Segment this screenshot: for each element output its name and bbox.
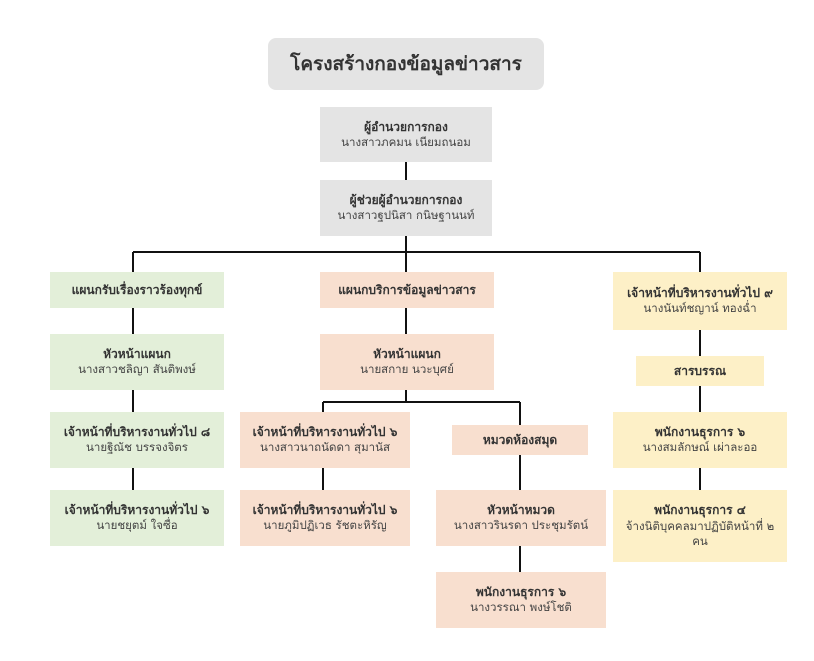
complaints-head-name: นางสาวชลิญา สันติพงษ์ bbox=[78, 362, 196, 377]
correspondence-section-box: สารบรรณ bbox=[636, 356, 764, 386]
director-box: ผู้อำนวยการกอง นางสาวภคมน เนียมถนอม bbox=[320, 107, 492, 162]
info-service-staff2-box: เจ้าหน้าที่บริหารงานทั่วไป ๖ นายภูมิปฏิเ… bbox=[240, 490, 410, 546]
complaints-head-box: หัวหน้าแผนก นางสาวชลิญา สันติพงษ์ bbox=[50, 334, 224, 390]
general-admin-top-box: เจ้าหน้าที่บริหารงานทั่วไป ๙ นางนันท์ชญา… bbox=[613, 272, 787, 330]
library-staff-box: พนักงานธุรการ ๖ นางวรรณา พงษ์โชติ bbox=[436, 572, 606, 628]
complaints-staff2-box: เจ้าหน้าที่บริหารงานทั่วไป ๖ นายชยุตม์ ใ… bbox=[50, 490, 224, 546]
library-section-box: หมวดห้องสมุด bbox=[452, 425, 588, 455]
complaints-staff2-title: เจ้าหน้าที่บริหารงานทั่วไป ๖ bbox=[64, 503, 210, 518]
correspondence-staff2-title: พนักงานธุรการ ๔ bbox=[654, 503, 746, 518]
deputy-box: ผู้ช่วยผู้อำนวยการกอง นางสาวฐปนิสา กนิษฐ… bbox=[320, 180, 492, 236]
complaints-staff1-name: นายฐิณัช บรรจงจิตร bbox=[86, 440, 188, 455]
correspondence-staff1-title: พนักงานธุรการ ๖ bbox=[654, 425, 746, 440]
info-service-staff2-title: เจ้าหน้าที่บริหารงานทั่วไป ๖ bbox=[252, 503, 398, 518]
general-admin-top-name: นางนันท์ชญาน์ ทองฉ่ำ bbox=[643, 301, 757, 316]
director-title: ผู้อำนวยการกอง bbox=[364, 119, 448, 134]
info-service-head-title: หัวหน้าแผนก bbox=[373, 347, 441, 362]
info-service-staff1-title: เจ้าหน้าที่บริหารงานทั่วไป ๖ bbox=[252, 425, 398, 440]
deputy-name: นางสาวฐปนิสา กนิษฐานนท์ bbox=[337, 208, 475, 223]
info-service-section-label: แผนกบริการข้อมูลข่าวสาร bbox=[338, 282, 476, 297]
info-service-section-box: แผนกบริการข้อมูลข่าวสาร bbox=[320, 272, 494, 308]
info-service-staff2-name: นายภูมิปฏิเวธ รัชตะหิรัญ bbox=[263, 518, 387, 533]
library-section-label: หมวดห้องสมุด bbox=[482, 432, 558, 447]
complaints-staff2-name: นายชยุตม์ ใจซื่อ bbox=[96, 518, 178, 533]
correspondence-staff2-box: พนักงานธุรการ ๔ จ้างนิติบุคคลมาปฏิบัติหน… bbox=[613, 490, 787, 562]
library-head-box: หัวหน้าหมวด นางสาวรินรดา ประชุมรัตน์ bbox=[436, 490, 606, 546]
info-service-staff1-name: นางสาวนาถนัดดา สุมานัส bbox=[260, 440, 390, 455]
correspondence-staff2-name: จ้างนิติบุคคลมาปฏิบัติหน้าที่ ๒ คน bbox=[625, 518, 775, 549]
correspondence-section-label: สารบรรณ bbox=[673, 363, 727, 378]
library-staff-title: พนักงานธุรการ ๖ bbox=[475, 585, 567, 600]
complaints-head-title: หัวหน้าแผนก bbox=[103, 347, 171, 362]
director-name: นางสาวภคมน เนียมถนอม bbox=[341, 134, 471, 149]
library-head-title: หัวหน้าหมวด bbox=[487, 503, 555, 518]
library-head-name: นางสาวรินรดา ประชุมรัตน์ bbox=[453, 518, 589, 533]
correspondence-staff1-name: นางสมลักษณ์ เผ่าละออ bbox=[642, 440, 758, 455]
library-staff-name: นางวรรณา พงษ์โชติ bbox=[470, 600, 572, 615]
complaints-section-label: แผนกรับเรื่องราวร้องทุกข์ bbox=[71, 282, 203, 297]
info-service-head-name: นายสกาย นวะบุศย์ bbox=[360, 362, 454, 377]
deputy-title: ผู้ช่วยผู้อำนวยการกอง bbox=[349, 193, 463, 208]
complaints-staff1-box: เจ้าหน้าที่บริหารงานทั่วไป ๘ นายฐิณัช บร… bbox=[50, 412, 224, 468]
general-admin-top-title: เจ้าหน้าที่บริหารงานทั่วไป ๙ bbox=[627, 286, 773, 301]
correspondence-staff1-box: พนักงานธุรการ ๖ นางสมลักษณ์ เผ่าละออ bbox=[613, 412, 787, 468]
complaints-section-box: แผนกรับเรื่องราวร้องทุกข์ bbox=[50, 272, 224, 308]
info-service-head-box: หัวหน้าแผนก นายสกาย นวะบุศย์ bbox=[320, 334, 494, 390]
info-service-staff1-box: เจ้าหน้าที่บริหารงานทั่วไป ๖ นางสาวนาถนั… bbox=[240, 412, 410, 468]
page-title: โครงสร้างกองข้อมูลข่าวสาร bbox=[268, 38, 544, 90]
complaints-staff1-title: เจ้าหน้าที่บริหารงานทั่วไป ๘ bbox=[63, 425, 211, 440]
